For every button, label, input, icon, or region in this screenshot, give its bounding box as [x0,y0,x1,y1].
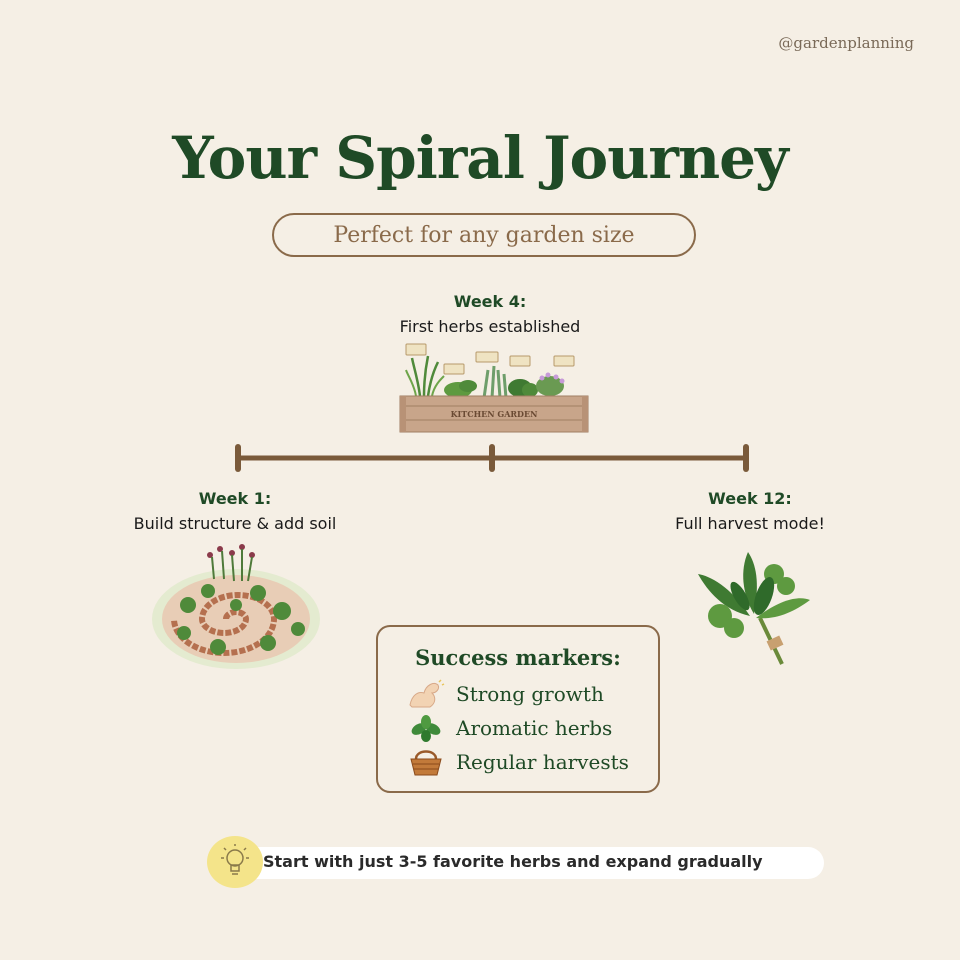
marker-label: Strong growth [456,682,604,706]
subtitle-text: Perfect for any garden size [333,222,635,248]
spiral-garden-illustration [152,544,320,669]
wooden-crate [399,395,589,433]
marker-label: Aromatic herbs [456,716,613,740]
success-markers-card: Success markers: Strong growth Aromatic … [376,625,660,793]
plant-tags [405,343,575,375]
kitchen-garden-planter-illustration: KITCHEN GARDEN [399,343,589,433]
marker-item-aromatic-herbs: Aromatic herbs [406,713,612,743]
herb-bouquet-illustration [698,552,810,665]
milestone-week-4: Week 4: First herbs established [340,292,640,336]
lightbulb-badge [207,836,263,888]
lightbulb-icon [221,844,249,875]
milestone-description: Full harvest mode! [675,514,825,533]
social-handle: @gardenplanning [778,34,914,52]
timeline [235,444,749,472]
milestone-week-1: Week 1: Build structure & add soil [85,489,385,533]
milestone-week-label: Week 1: [198,489,272,508]
tip-bar [234,847,824,879]
marker-item-strong-growth: Strong growth [406,679,604,709]
marker-label: Regular harvests [456,750,629,774]
basket-icon [410,750,442,776]
herb-plants [405,355,565,399]
basil-leaf-icon [411,715,441,742]
milestone-description: First herbs established [399,317,581,336]
subtitle-pill: Perfect for any garden size [272,213,696,257]
tip-text: Start with just 3-5 favorite herbs and e… [263,852,763,871]
page-title: Your Spiral Journey [172,124,788,192]
milestone-week-12: Week 12: Full harvest mode! [600,489,900,533]
milestone-week-label: Week 12: [708,489,792,508]
flexed-arm-icon [409,679,445,708]
success-markers-heading: Success markers: [415,645,621,670]
milestone-week-label: Week 4: [453,292,527,311]
marker-item-regular-harvests: Regular harvests [406,747,629,777]
planter-label: KITCHEN GARDEN [451,409,538,419]
milestone-description: Build structure & add soil [133,514,337,533]
